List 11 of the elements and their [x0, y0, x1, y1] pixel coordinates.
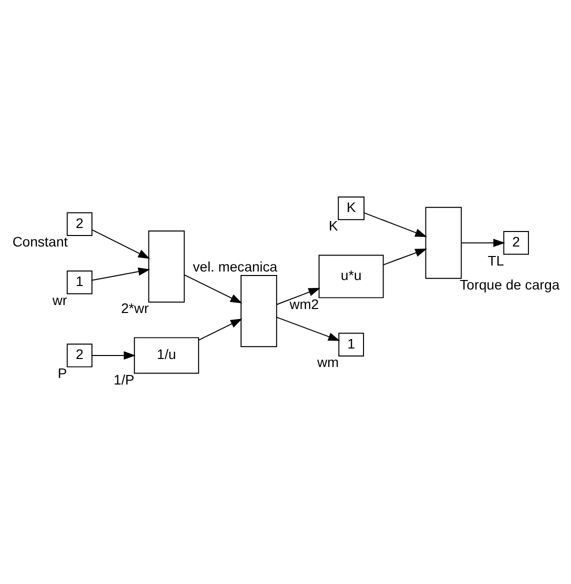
node-label: TL: [488, 252, 504, 268]
node-label: Constant: [12, 233, 68, 250]
node-label: wm2: [290, 295, 319, 312]
node-label: 1/P: [114, 370, 134, 387]
node-label: wr: [52, 291, 68, 308]
node-label: Torque de carga: [460, 276, 560, 292]
node-label: vel. mecanica: [192, 258, 278, 274]
node-label: K: [328, 217, 338, 234]
node-label: P: [58, 364, 67, 380]
node-label: wm: [317, 354, 339, 370]
node-label: 2*wr: [121, 300, 149, 316]
